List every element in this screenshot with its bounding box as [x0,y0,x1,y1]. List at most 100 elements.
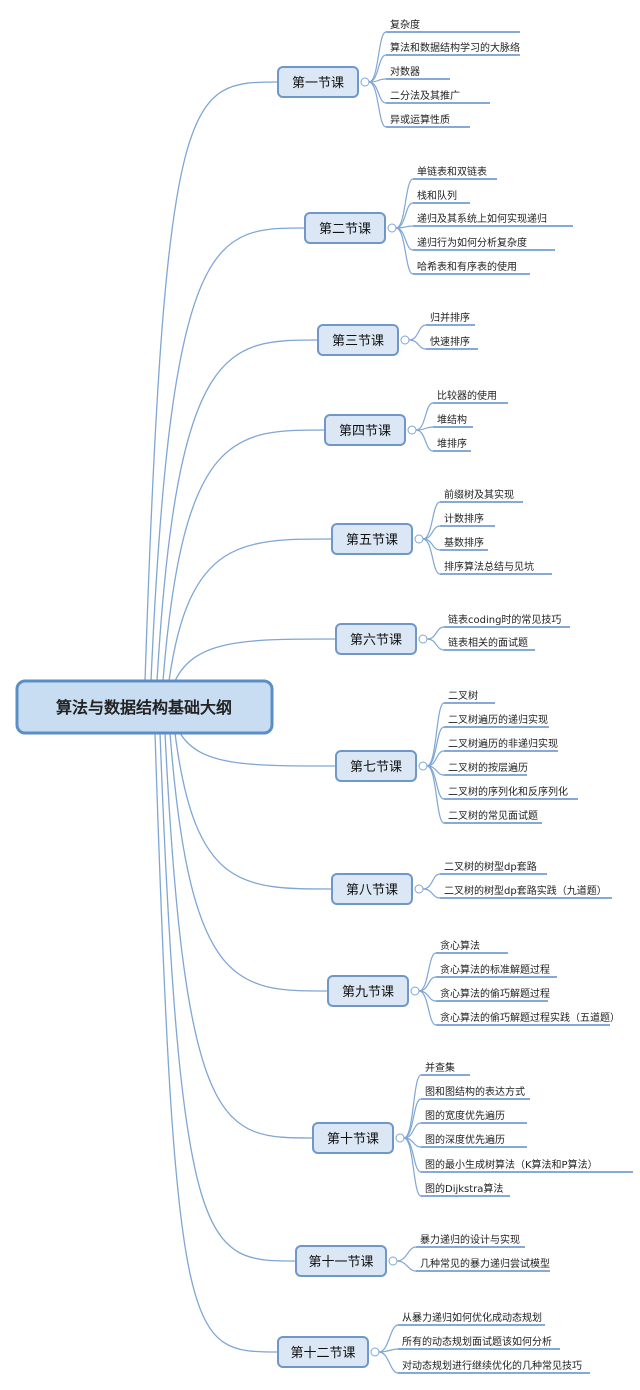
leaf-topic: 图的宽度优先遍历 [425,1109,505,1122]
section-node: 第七节课二叉树二叉树遍历的递归实现二叉树遍历的非递归实现二叉树的按层遍历二叉树的… [335,689,578,824]
section-title: 第十节课 [327,1132,379,1147]
section-node-box [304,212,386,244]
leaf-topic: 栈和队列 [417,189,457,202]
section-title: 第四节课 [339,424,391,439]
section-to-leaf-connector [368,31,387,83]
collapse-toggle-icon [418,761,428,771]
section-to-leaf-connector [403,1137,422,1173]
section-to-leaf-connector [418,990,437,1026]
section-to-leaf-connector [403,1137,422,1197]
section-to-leaf-connector [422,888,441,899]
leaf-topic: 算法和数据结构学习的大脉络 [390,41,520,54]
section-to-leaf-connector [403,1122,422,1139]
leaf-topic: 堆结构 [437,413,467,426]
leaf-topic: 链表相关的面试题 [448,636,528,649]
section-title: 第一节课 [292,76,344,91]
section-to-leaf-connector [395,202,414,229]
collapse-toggle-icon [388,1256,398,1266]
section-title: 第八节课 [346,883,398,898]
leaf-topic: 计数排序 [444,512,484,525]
leaf-topic: 几种常见的暴力递归尝试模型 [420,1257,550,1270]
leaf-topic: 二叉树遍历的递归实现 [448,713,548,726]
section-node-box [335,623,417,655]
section-to-leaf-connector [415,429,434,452]
section-to-leaf-connector [408,339,427,350]
collapse-toggle-icon [370,1347,380,1357]
section-to-leaf-connector [426,638,445,651]
leaf-topic: 异或运算性质 [390,113,450,126]
section-to-leaf-connector [426,626,445,640]
root-to-section-connector [154,732,279,1353]
section-to-leaf-connector [408,324,427,341]
root-title: 算法与数据结构基础大纲 [56,698,232,717]
leaf-topic: 贪心算法的偷巧解题过程实践（五道题） [440,1011,620,1024]
section-node: 第十节课并查集图和图结构的表达方式图的宽度优先遍历图的深度优先遍历图的最小生成树… [312,1061,633,1197]
section-node: 第九节课贪心算法贪心算法的标准解题过程贪心算法的偷巧解题过程贪心算法的偷巧解题过… [327,939,620,1026]
section-title: 第二节课 [319,222,371,237]
collapse-toggle-icon [387,223,397,233]
section-to-leaf-connector [415,402,434,431]
section-node: 第十二节课从暴力递归如何优化成动态规划所有的动态规划面试题该如何分析对动态规划进… [277,1311,590,1374]
leaf-topic: 堆排序 [437,437,467,450]
root-to-section-connector [174,638,337,682]
root-to-section-connector [164,732,314,1139]
leaf-topic: 递归及其系统上如何实现递归 [417,212,547,225]
leaf-topic: 递归行为如何分析复杂度 [417,236,527,249]
sections-layer: 第一节课复杂度算法和数据结构学习的大脉络对数器二分法及其推广异或运算性质第二节课… [277,18,633,1374]
section-node-box [317,324,399,356]
root-to-section-connector [150,227,306,682]
section-node-box [327,975,409,1007]
section-to-leaf-connector [378,1351,399,1374]
section-to-leaf-connector [403,1074,422,1139]
leaf-topic: 从暴力递归如何优化成动态规划 [402,1311,542,1324]
section-to-leaf-connector [396,1260,417,1272]
root-node: 算法与数据结构基础大纲 [15,679,274,735]
root-to-section-connector [179,732,337,767]
section-to-leaf-connector [426,726,445,767]
collapse-toggle-icon [360,77,370,87]
leaf-topic: 二叉树的序列化和反序列化 [448,785,568,798]
section-to-leaf-connector [422,873,441,890]
section-node-box [324,414,406,446]
leaf-topic: 图和图结构的表达方式 [425,1085,525,1098]
section-to-leaf-connector [422,538,441,575]
leaf-topic: 二叉树遍历的非递归实现 [448,737,558,750]
section-to-leaf-connector [426,702,445,767]
leaf-topic: 快速排序 [430,335,470,348]
section-to-leaf-connector [368,54,387,83]
leaf-topic: 对数器 [390,65,420,78]
section-title: 第三节课 [332,334,384,349]
root-to-section-connector [169,732,329,992]
leaf-topic: 哈希表和有序表的使用 [417,260,517,273]
section-title: 第七节课 [350,760,402,775]
section-node-box [335,750,417,782]
root-to-section-connector [159,732,297,1262]
section-to-leaf-connector [378,1324,399,1353]
leaf-topic: 二叉树的常见面试题 [448,809,538,822]
collapse-toggle-icon [400,335,410,345]
root-to-section-connector [168,538,333,682]
root-to-section-connector [156,339,319,682]
leaf-topic: 单链表和双链表 [417,165,487,178]
section-node-box [331,873,413,905]
collapse-toggle-icon [414,534,424,544]
leaf-topic: 二分法及其推广 [390,89,460,102]
section-title: 第十一节课 [308,1255,373,1270]
leaf-topic: 所有的动态规划面试题该如何分析 [402,1335,552,1348]
leaf-topic: 二叉树的树型dp套路 [444,860,537,873]
section-to-leaf-connector [426,765,445,800]
leaf-topic: 链表coding时的常见技巧 [448,613,561,626]
connector-lines [144,81,337,1353]
leaf-topic: 二叉树 [448,689,478,702]
leaf-topic: 前缀树及其实现 [444,488,514,501]
section-to-leaf-connector [426,765,445,824]
section-to-leaf-connector [422,501,441,540]
leaf-topic: 图的Dijkstra算法 [425,1182,503,1195]
section-to-leaf-connector [403,1098,422,1139]
